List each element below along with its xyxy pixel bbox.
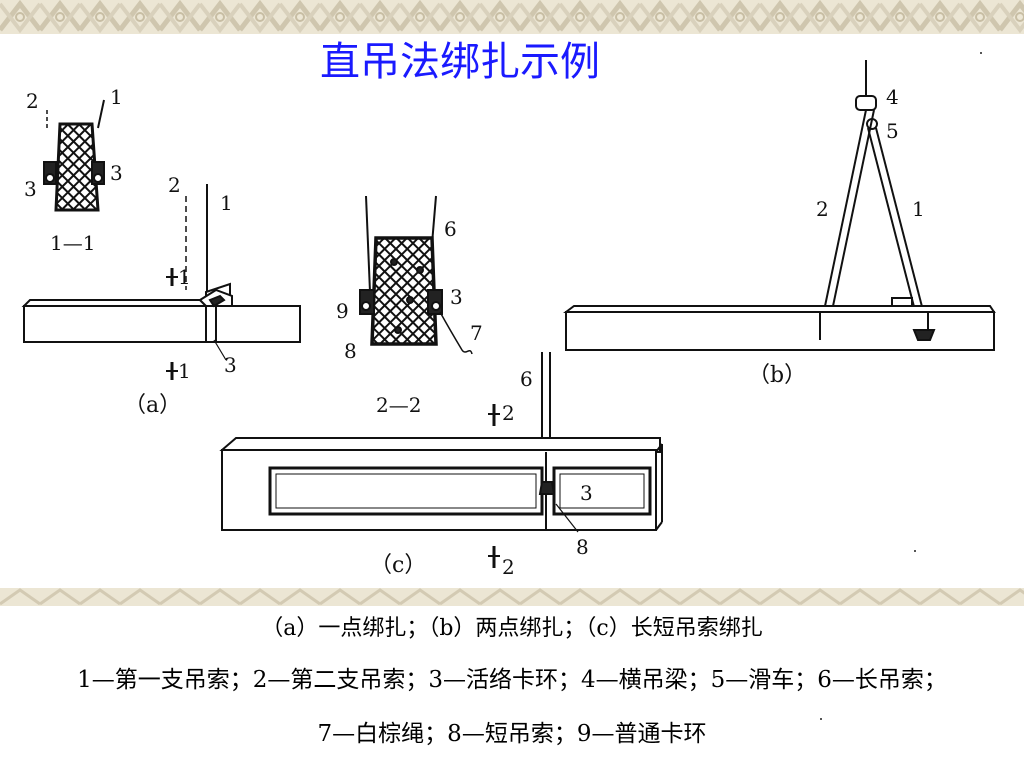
labels-c: 6 2 3 8 2 （c） <box>370 367 593 579</box>
label-9: 9 <box>336 299 349 323</box>
legend-parts-line-2: 7—白棕绳；8—短吊索；9—普通卡环 <box>317 721 707 747</box>
label-section-2: 2 <box>502 555 515 579</box>
section-2-2: 6 9 3 8 7 2—2 <box>336 195 483 417</box>
label-1: 1 <box>220 191 233 215</box>
label-3: 3 <box>24 177 37 201</box>
middle-decorative-border <box>0 588 1024 606</box>
label-6: 6 <box>520 367 533 391</box>
caption-2-2: 2—2 <box>376 393 421 417</box>
label-1: 1 <box>110 85 123 109</box>
label-6: 6 <box>444 217 457 241</box>
view-b: 4 5 2 1 （b） <box>563 60 996 388</box>
label-5: 5 <box>886 119 899 143</box>
label-2: 2 <box>816 197 829 221</box>
caption-a: （a） <box>124 393 181 418</box>
label-2: 2 <box>168 173 181 197</box>
legend-parts-line-1: 1—第一支吊索；2—第二支吊索；3—活络卡环；4—横吊梁；5—滑车；6—长吊索； <box>77 667 947 693</box>
label-section-1: 1 <box>178 359 191 383</box>
page-title: 直吊法绑扎示例 <box>320 39 600 85</box>
labels-a: 2 1 1 1 3 （a） <box>124 173 237 418</box>
label-1: 1 <box>912 197 925 221</box>
caption-c: （c） <box>370 553 426 578</box>
label-4: 4 <box>886 85 899 109</box>
top-decorative-border <box>0 0 1024 34</box>
label-2: 2 <box>26 89 39 113</box>
label-8: 8 <box>576 535 589 559</box>
label-section-2: 2 <box>502 401 515 425</box>
legend-view-types: （a）一点绑扎；（b）两点绑扎；（c）长短吊索绑扎 <box>261 616 763 641</box>
speck <box>980 52 982 54</box>
section-1-1: 2 1 3 3 1—1 <box>24 85 123 255</box>
speck <box>914 550 916 552</box>
caption-1-1: 1—1 <box>50 231 95 255</box>
label-3: 3 <box>224 353 237 377</box>
labels-b: 4 5 2 1 （b） <box>748 85 925 388</box>
label-section-1: 1 <box>178 265 191 289</box>
label-8: 8 <box>344 339 357 363</box>
labels-2-2: 6 9 3 8 7 2—2 <box>336 217 483 417</box>
label-3: 3 <box>110 161 123 185</box>
label-3: 3 <box>450 285 463 309</box>
label-3: 3 <box>580 481 593 505</box>
view-c: 6 2 3 8 2 （c） <box>219 352 663 579</box>
caption-b: （b） <box>748 363 806 388</box>
label-7: 7 <box>470 321 483 345</box>
speck <box>820 718 822 720</box>
view-a: 2 1 1 1 3 （a） <box>21 173 301 418</box>
labels-1-1: 2 1 3 3 1—1 <box>24 85 123 255</box>
lifting-diagram: 2 1 3 3 1—1 2 1 1 1 3 （a） <box>21 60 996 579</box>
